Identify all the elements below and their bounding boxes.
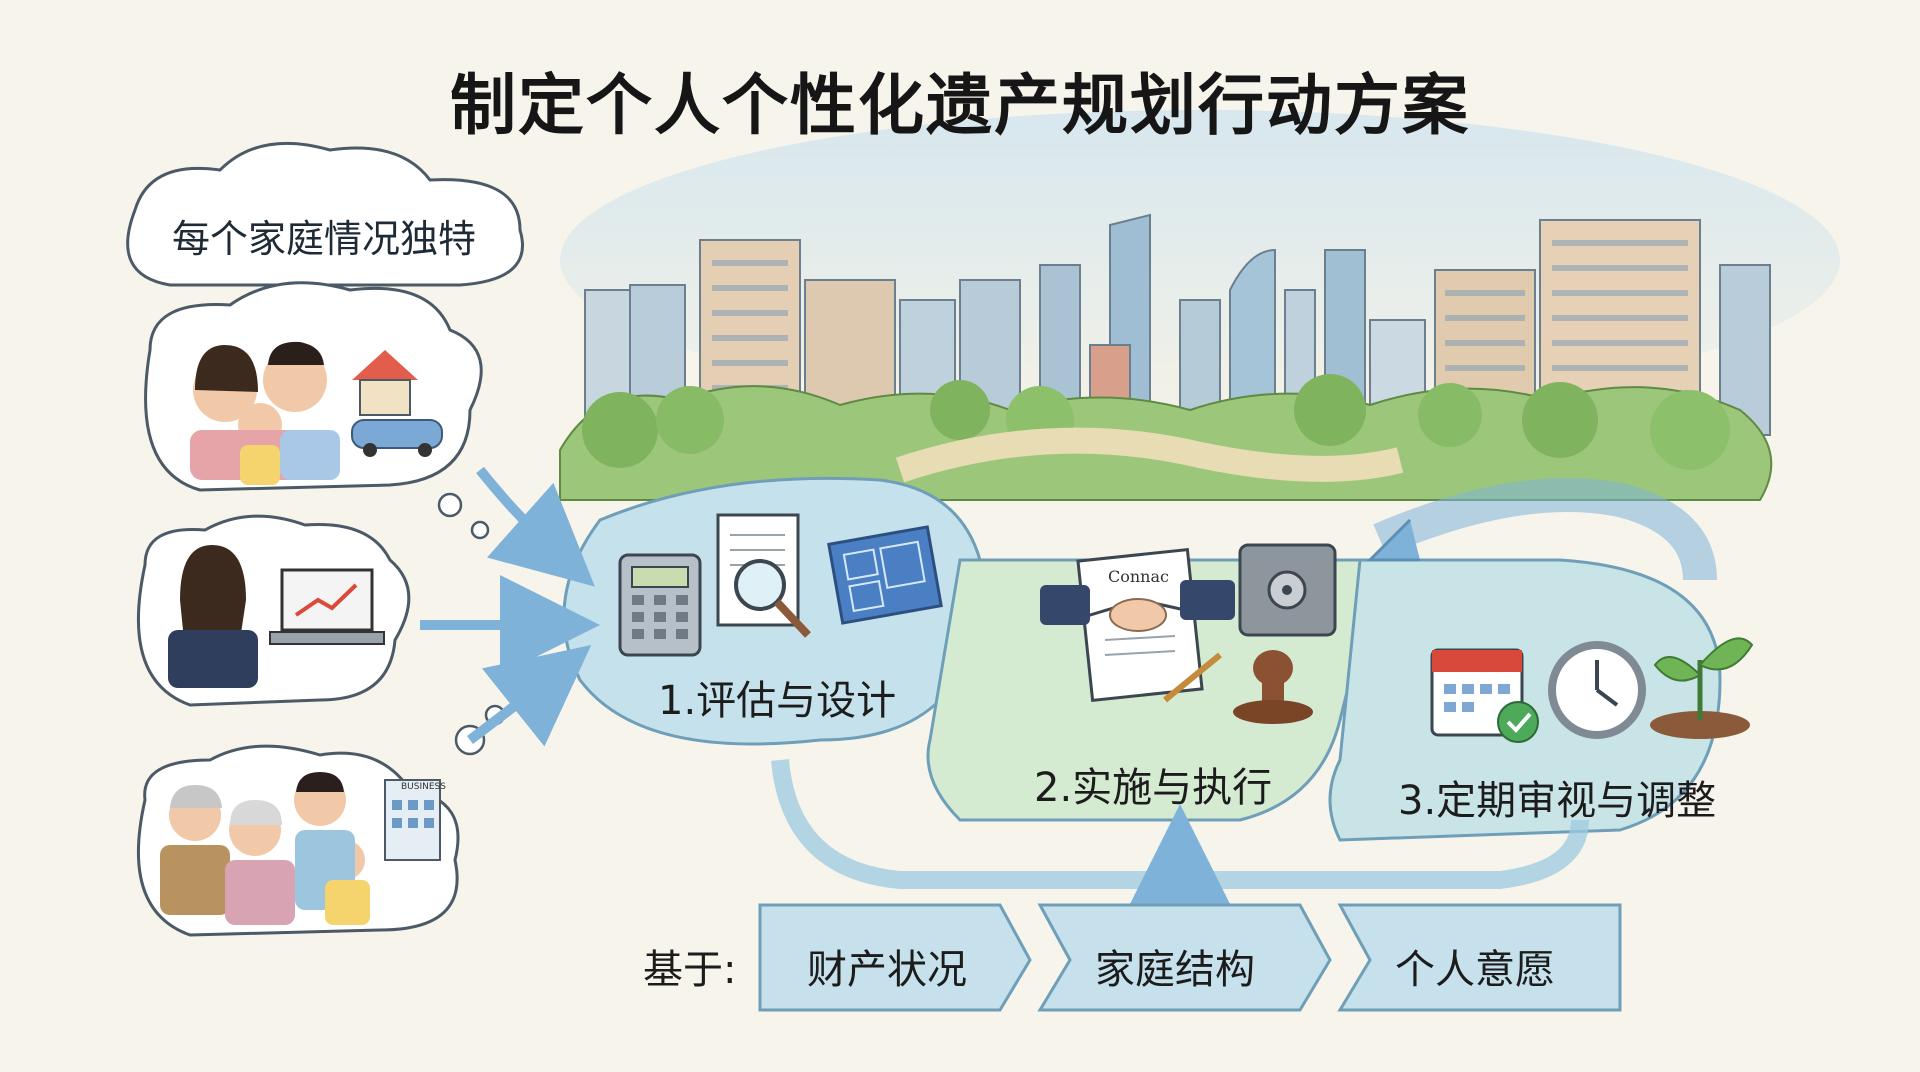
- step-implement-execute: 2.实施与执行: [1034, 765, 1273, 811]
- basis-banner: [758, 903, 1622, 1012]
- thought-cloud-professional: [136, 514, 411, 707]
- input-arrows: [420, 466, 600, 747]
- basis-personal-wishes: 个人意愿: [1395, 947, 1555, 993]
- page-title: 制定个人个性化遗产规划行动方案: [450, 67, 1470, 144]
- basis-prefix: 基于:: [643, 947, 737, 993]
- clock-icon: [1548, 641, 1646, 739]
- contract-heading: Connac: [1108, 567, 1169, 586]
- contract-handshake-icon: [1040, 547, 1235, 703]
- blueprint-icon: [827, 525, 943, 625]
- step-review-adjust: 3.定期审视与调整: [1398, 778, 1717, 824]
- calendar-check-icon: [1430, 648, 1539, 743]
- step-assess-design: 1.评估与设计: [658, 678, 897, 724]
- stamp-icon: [1233, 650, 1313, 724]
- park-trees: [559, 374, 1773, 501]
- basis-family-structure: 家庭结构: [1095, 947, 1255, 993]
- basis-property-status: 财产状况: [807, 947, 967, 993]
- sprout-icon: [1650, 637, 1754, 739]
- business-sign: BUSINESS: [401, 782, 446, 792]
- family-uniqueness-label: 每个家庭情况独特: [171, 217, 476, 261]
- document-magnifier-icon: [716, 513, 811, 638]
- safe-icon: [1238, 543, 1337, 637]
- thought-cloud-extended-family: [136, 744, 460, 937]
- thought-cloud-family-home: [144, 281, 483, 492]
- calculator-icon: [618, 553, 702, 657]
